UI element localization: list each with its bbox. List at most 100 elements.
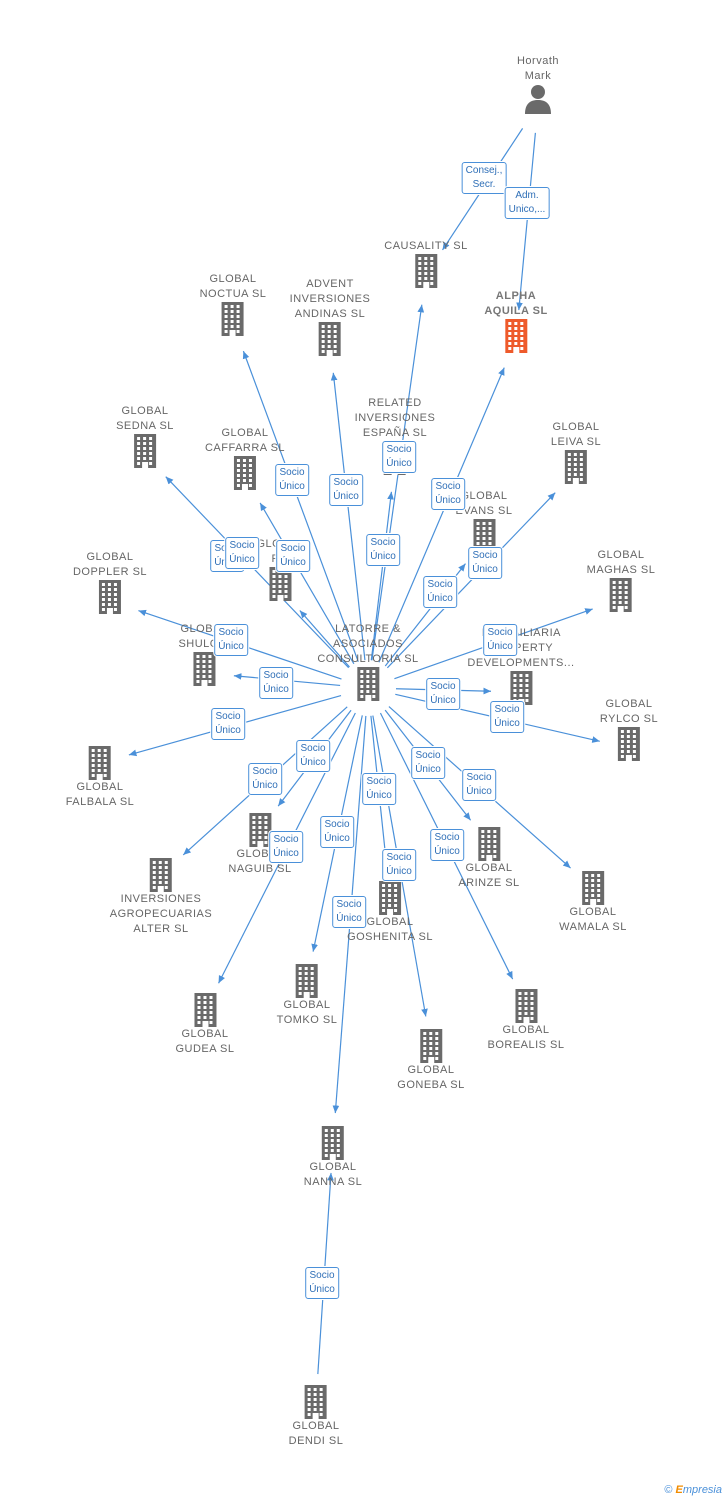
building-icon	[249, 813, 271, 847]
brand-name[interactable]: Empresia	[675, 1484, 722, 1496]
copyright-symbol: ©	[664, 1484, 673, 1496]
node-label: CAUSALITY SL	[384, 240, 468, 252]
building-icon	[379, 881, 401, 915]
person-icon	[525, 85, 551, 114]
building-icon	[221, 302, 244, 336]
edge-latorre-noctua	[242, 350, 359, 662]
building-icon	[321, 1126, 344, 1160]
edge-latorre-alpha	[378, 367, 505, 663]
building-icon	[296, 964, 318, 998]
building-icon	[319, 322, 341, 356]
edge-latorre-sedna	[165, 476, 350, 669]
building-icon	[414, 254, 437, 288]
building-icon	[150, 858, 172, 892]
building-icon	[99, 580, 121, 614]
building-icon	[192, 652, 215, 686]
building-icon	[509, 671, 532, 705]
building-icon	[505, 319, 527, 353]
edge-horvath-alpha	[516, 132, 536, 311]
edge-latorre-hidden1	[299, 610, 350, 668]
building-icon	[514, 989, 537, 1023]
edge-latorre-leiva	[386, 492, 556, 669]
building-icon	[357, 667, 379, 701]
building-icon	[233, 456, 256, 490]
edge-label-horvath-causality[interactable]: Consej.,Secr.	[461, 162, 507, 194]
building-icon	[610, 578, 632, 612]
edge-latorre-caffarra	[259, 502, 355, 665]
building-icon	[477, 827, 500, 861]
building-icon	[419, 1029, 442, 1063]
edge-label-horvath-alpha[interactable]: Adm.Unico,...	[504, 187, 550, 219]
footer-brand: © Empresia	[664, 1484, 722, 1496]
edge-latorre-causality	[371, 304, 425, 661]
building-icon	[618, 727, 640, 761]
edge-latorre-related	[370, 491, 394, 661]
node-causality[interactable]: CAUSALITY SL	[384, 239, 467, 288]
